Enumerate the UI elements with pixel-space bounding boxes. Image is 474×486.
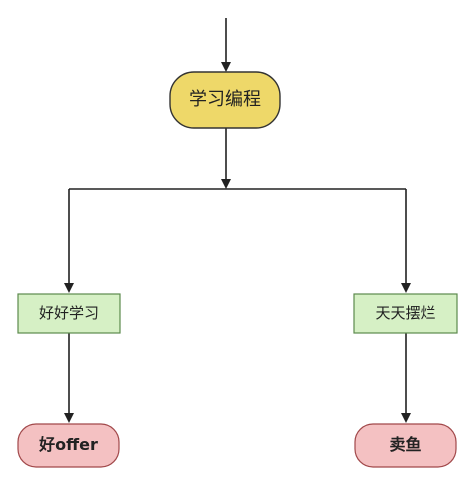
- arrowhead-right-action: [401, 283, 411, 293]
- root-node-label: 学习编程: [189, 89, 261, 110]
- node-root: 学习编程: [169, 71, 281, 129]
- left-result-node-label: 好offer: [38, 435, 98, 454]
- right-result-node-label: 卖鱼: [389, 435, 421, 454]
- arrowhead-incoming-to-root: [221, 62, 231, 72]
- node-left-result: 好offer: [17, 423, 120, 468]
- left-action-node-label: 好好学习: [39, 304, 99, 322]
- right-action-node-shape: [353, 293, 458, 334]
- right-result-node-shape: [354, 423, 457, 468]
- node-right-result: 卖鱼: [354, 423, 457, 468]
- arrowhead-left-result: [64, 413, 74, 423]
- right-action-node-label: 天天摆烂: [375, 304, 435, 322]
- left-action-node-shape: [17, 293, 121, 334]
- arrowhead-root-to-split: [221, 179, 231, 189]
- left-result-node-shape: [17, 423, 120, 468]
- root-node-shape: [169, 71, 281, 129]
- node-right-action: 天天摆烂: [353, 293, 458, 334]
- arrowhead-left-action: [64, 283, 74, 293]
- arrowhead-right-result: [401, 413, 411, 423]
- edges: [64, 18, 411, 423]
- node-left-action: 好好学习: [17, 293, 121, 334]
